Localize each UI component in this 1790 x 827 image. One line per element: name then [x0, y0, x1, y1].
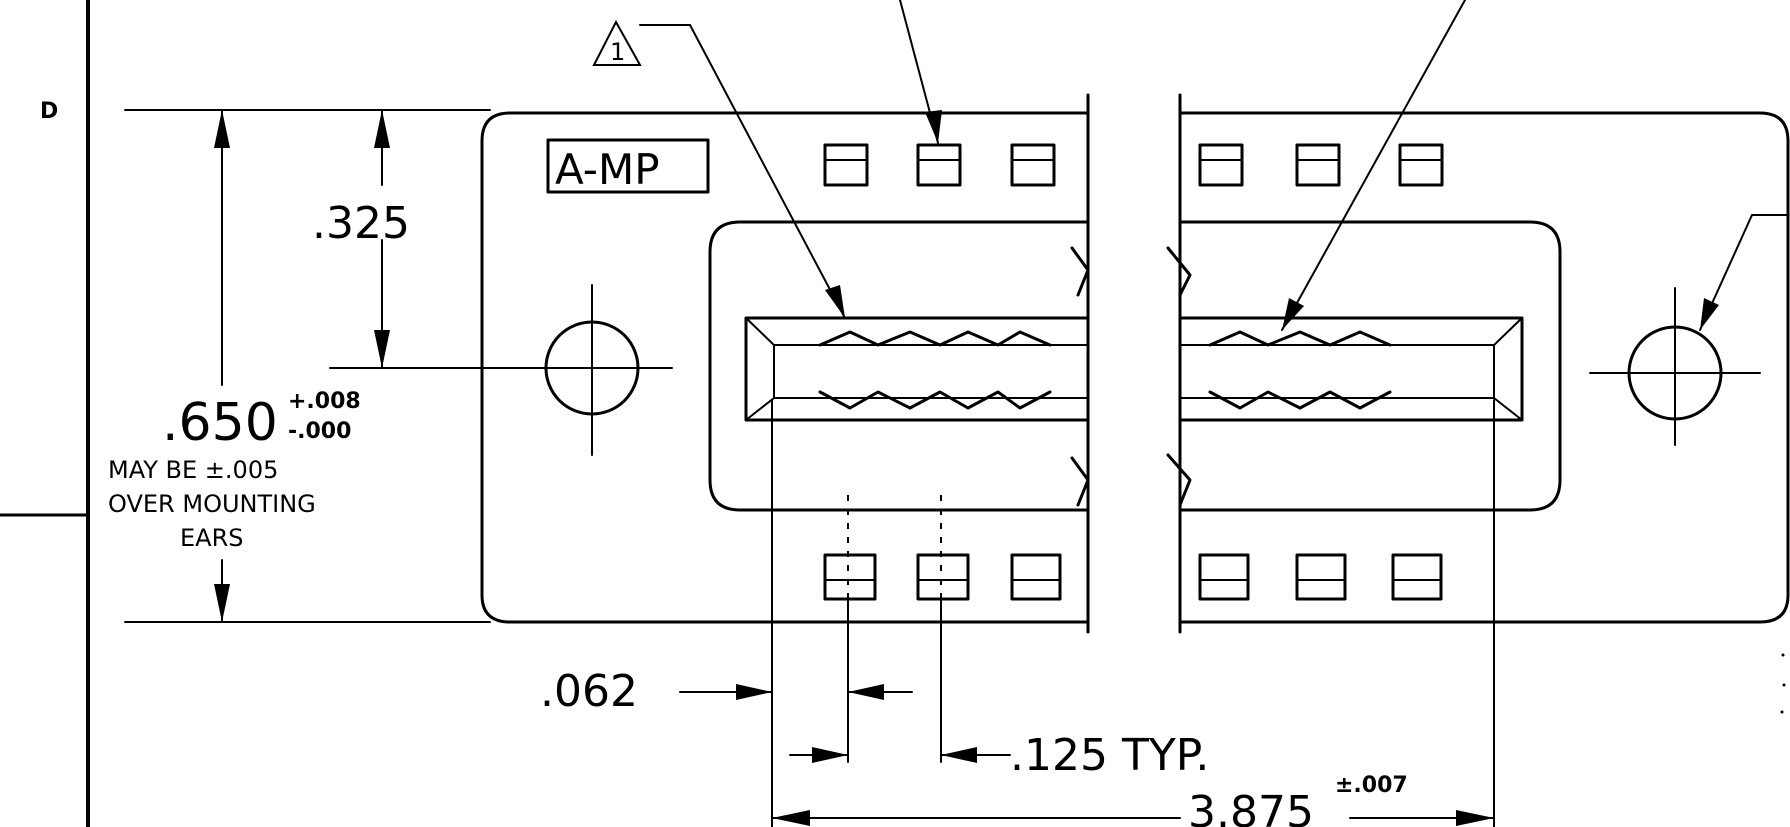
bottom-window-row: [823, 553, 1443, 601]
scan-speck-3: [1780, 710, 1784, 714]
leader-contact-right-arrowhead: [1282, 298, 1304, 330]
top-window-row: [823, 143, 1444, 187]
dim-3875-value: 3.875: [1188, 787, 1314, 827]
zone-label: D: [40, 99, 58, 124]
note-line-3: EARS: [180, 524, 244, 552]
dim-3875-tol: ±.007: [1335, 773, 1408, 798]
dim-650-arrow-bottom: [214, 584, 230, 622]
dim-650-value: .650: [162, 393, 278, 453]
logo-text: A-MP: [555, 145, 660, 194]
break-zigzag-left-bottom: [1070, 456, 1090, 507]
leader-contact-right: [1281, 0, 1466, 331]
flag-note-number: 1: [610, 38, 625, 66]
contact-teeth-left-bottom: [818, 390, 1052, 410]
dim-062-arrow-right: [848, 684, 884, 700]
logo-box: [546, 138, 710, 194]
contact-teeth-right-bottom: [1208, 390, 1392, 410]
dim-062-arrow-left: [736, 684, 772, 700]
dim-650-arrow-top: [214, 110, 230, 148]
dim-650-tol-plus: +.008: [288, 389, 361, 414]
dim-125-arrow-right: [941, 747, 977, 763]
break-zigzag-right-bottom: [1166, 453, 1192, 507]
leader-flag-arrowhead: [825, 285, 845, 318]
contact-slot-right: [1178, 316, 1524, 422]
contact-slot-right-bevel: [1179, 317, 1523, 421]
dim-325-arrow-top: [374, 110, 390, 148]
dim-125-arrow-left: [812, 747, 848, 763]
scan-speck-1: [1781, 653, 1785, 657]
break-zigzag-right-top: [1166, 246, 1192, 297]
break-zigzag-left-top: [1070, 246, 1090, 297]
dim-325-arrow-bottom: [374, 330, 390, 368]
dim-125-value: .125 TYP.: [1010, 730, 1209, 781]
recess-outline-left: [708, 220, 1090, 512]
contact-teeth-left-top: [818, 330, 1052, 347]
leader-flag-diagonal: [689, 24, 846, 319]
note-line-1: MAY BE ±.005: [108, 456, 278, 484]
dim-650-tol-minus: -.000: [288, 419, 351, 444]
dim-3875-arrow-right: [1456, 810, 1494, 826]
dim-325-value: .325: [312, 198, 410, 249]
note-line-2: OVER MOUNTING: [108, 490, 316, 518]
dim-062-value: .062: [540, 666, 638, 717]
flag-note-triangle: [592, 19, 642, 66]
contact-slot-left: [744, 316, 1090, 422]
contact-teeth-right-top: [1208, 330, 1392, 347]
leader-window-top-arrowhead: [925, 110, 942, 143]
leader-hole-right-arrowhead: [1700, 298, 1719, 330]
dim-3875-arrow-left: [772, 810, 810, 826]
scan-speck-2: [1782, 683, 1786, 687]
recess-outline-right: [1178, 220, 1562, 512]
housing-outline-right: [1178, 111, 1790, 624]
